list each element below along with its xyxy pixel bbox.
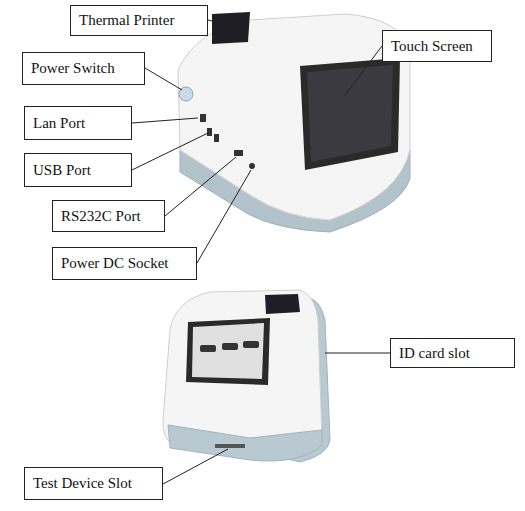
analyzer-top-view	[178, 12, 410, 232]
leader-line	[345, 46, 382, 95]
callout-label: USB Port	[33, 162, 91, 179]
callout-box: Thermal Printer	[70, 5, 208, 36]
callout-label: Lan Port	[33, 115, 85, 132]
callout-box: Test Device Slot	[24, 467, 163, 500]
leader-line	[197, 170, 251, 263]
callout-label: Power DC Socket	[61, 255, 169, 272]
callout-label: Test Device Slot	[33, 475, 132, 492]
leader-line	[132, 118, 198, 123]
leader-line	[145, 68, 182, 90]
callout-box: USB Port	[24, 153, 132, 187]
leader-line	[163, 449, 228, 484]
analyzer-front-view	[163, 290, 330, 462]
callout-label: ID card slot	[399, 345, 470, 362]
callout-label: Touch Screen	[391, 38, 473, 55]
leader-line	[325, 353, 390, 354]
leader-line	[165, 157, 236, 216]
leader-line	[208, 20, 224, 24]
callout-box: Touch Screen	[382, 30, 492, 62]
callout-label: Thermal Printer	[79, 12, 174, 29]
callout-label: RS232C Port	[61, 208, 141, 225]
callout-box: Power Switch	[22, 52, 145, 85]
callout-box: Power DC Socket	[52, 247, 197, 280]
callout-box: Lan Port	[24, 106, 132, 140]
callout-box: RS232C Port	[52, 200, 165, 232]
callout-label: Power Switch	[31, 60, 115, 77]
callout-box: ID card slot	[390, 338, 515, 368]
leader-line	[132, 133, 208, 170]
